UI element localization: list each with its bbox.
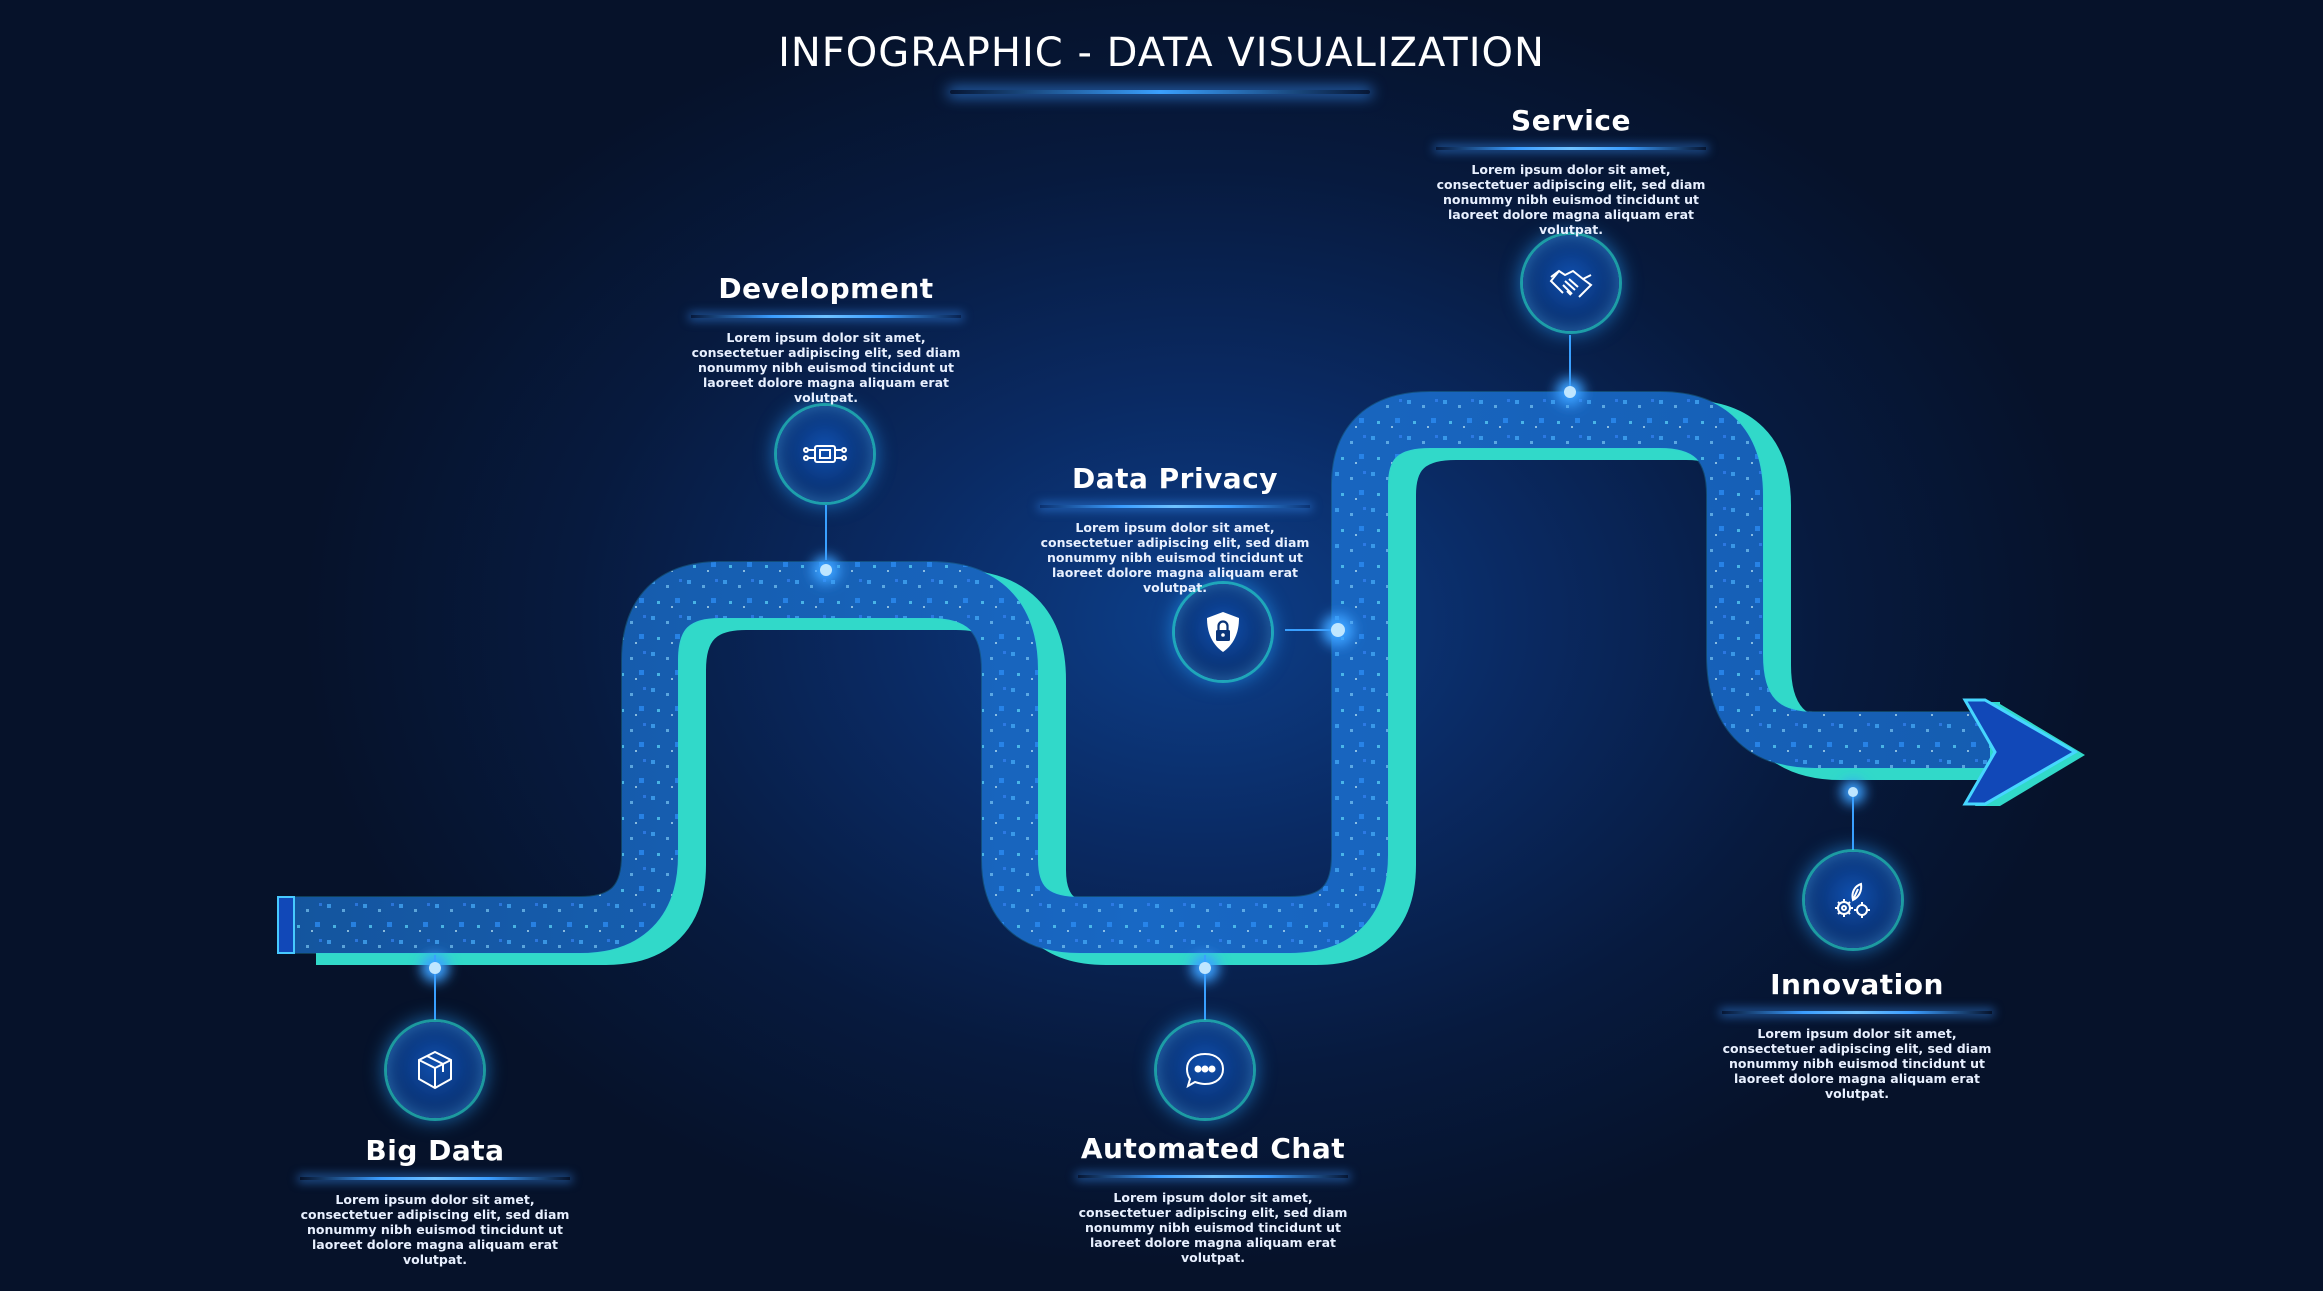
step-big-data: Big Data Lorem ipsum dolor sit amet, con… [300, 1134, 570, 1267]
heading-underline [1436, 147, 1706, 150]
step-service: Service Lorem ipsum dolor sit amet, cons… [1436, 104, 1706, 237]
heading-underline [1078, 1175, 1348, 1178]
step-heading: Development [718, 272, 934, 305]
heading-underline [300, 1177, 570, 1180]
chip-icon [777, 406, 873, 502]
step-description: Lorem ipsum dolor sit amet, consectetuer… [691, 330, 961, 405]
title-underline-glow [950, 90, 1370, 94]
step-heading: Automated Chat [1080, 1132, 1346, 1165]
heading-underline [1040, 505, 1310, 508]
step-heading: Big Data [365, 1134, 505, 1167]
step-heading: Data Privacy [1071, 462, 1279, 495]
step-description: Lorem ipsum dolor sit amet, consectetuer… [300, 1192, 570, 1267]
gears-leaf-icon [1805, 852, 1901, 948]
heading-underline [1722, 1011, 1992, 1014]
step-heading: Service [1511, 104, 1631, 137]
cube-icon [387, 1022, 483, 1118]
step-automated-chat: Automated Chat Lorem ipsum dolor sit ame… [1078, 1132, 1348, 1265]
step-description: Lorem ipsum dolor sit amet, consectetuer… [1722, 1026, 1992, 1101]
page-title: INFOGRAPHIC - DATA VISUALIZATION [778, 30, 1545, 76]
step-innovation: Innovation Lorem ipsum dolor sit amet, c… [1722, 968, 1992, 1101]
handshake-icon [1523, 235, 1619, 331]
step-development: Development Lorem ipsum dolor sit amet, … [691, 272, 961, 405]
step-description: Lorem ipsum dolor sit amet, consectetuer… [1040, 520, 1310, 595]
step-data-privacy: Data Privacy Lorem ipsum dolor sit amet,… [1040, 462, 1310, 595]
chat-bubble-icon [1157, 1022, 1253, 1118]
shield-lock-icon [1175, 584, 1271, 680]
step-description: Lorem ipsum dolor sit amet, consectetuer… [1436, 162, 1706, 237]
step-description: Lorem ipsum dolor sit amet, consectetuer… [1078, 1190, 1348, 1265]
heading-underline [691, 315, 961, 318]
step-heading: Innovation [1770, 968, 1944, 1001]
